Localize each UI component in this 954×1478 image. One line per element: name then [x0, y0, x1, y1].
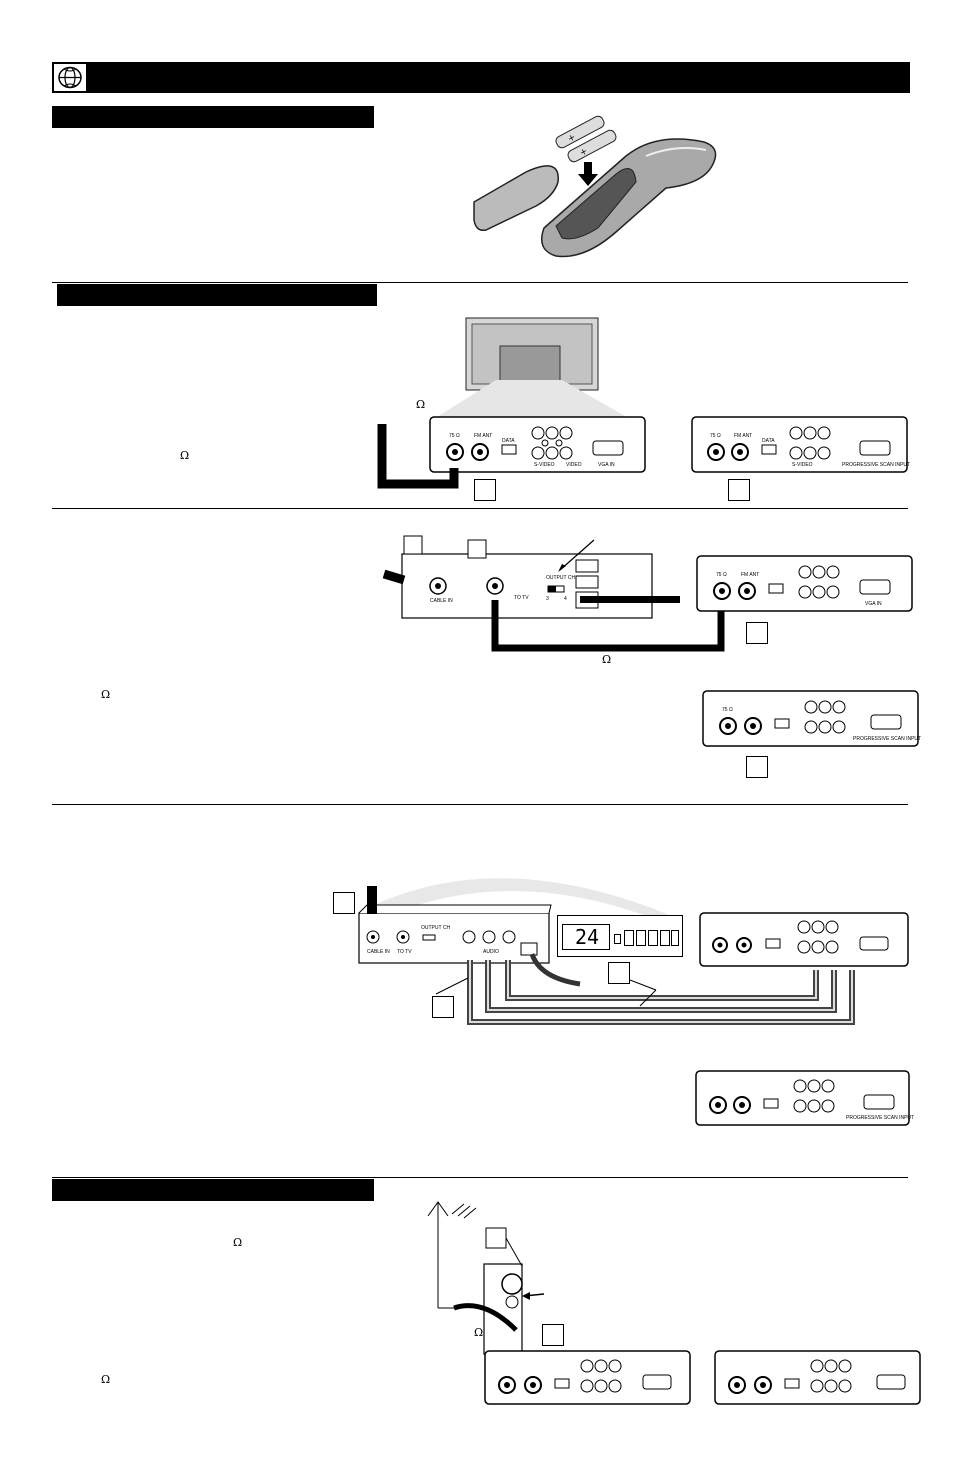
port-data-label: DATA: [762, 438, 775, 444]
cable-box-front: 24: [557, 915, 683, 957]
channel-display-digits: 24: [575, 925, 600, 949]
wireless-arc: [372, 878, 672, 918]
divider: [52, 508, 908, 509]
box-output-ch-label: OUTPUT CH: [421, 925, 450, 931]
cable-in-label: CABLE IN: [430, 598, 453, 604]
tv-connection-panel: 75 Ω FM ANT DATA S-VIDEO VIDEO VGA IN: [429, 416, 646, 473]
antenna-icon: [427, 1201, 449, 1308]
tv-connection-panel-progressive: 75 Ω PROGRESSIVE SCAN INPUT: [702, 690, 921, 747]
cable-plug: [367, 886, 377, 914]
omega-symbol: Ω: [602, 653, 612, 666]
antenna-cable: [377, 424, 459, 489]
tv-connection-panel: 75 Ω FM ANT VGA IN: [696, 555, 913, 612]
box-audio-label: AUDIO: [483, 949, 499, 955]
tv-connection-panel: [699, 912, 909, 967]
port-fm-label: FM ANT: [741, 572, 759, 578]
av-jacks: [531, 426, 573, 460]
port-75-label: 75 Ω: [722, 707, 733, 713]
section-bar-batteries: [52, 106, 374, 128]
ch4-label: 4: [564, 596, 567, 602]
port-video-label: VIDEO: [566, 462, 582, 468]
to-tv-label: TO TV: [514, 595, 529, 601]
omega-symbol: Ω: [474, 1326, 484, 1339]
step-number-box: [333, 892, 355, 914]
header-banner: [52, 62, 910, 93]
step-number-box: [474, 479, 496, 501]
port-75-label: 75 Ω: [710, 433, 721, 439]
vga-port: [592, 440, 624, 456]
coax-cable: [491, 596, 725, 652]
tv-connection-panel-progressive: PROGRESSIVE SCAN INPUT: [695, 1070, 914, 1126]
ch3-label: 3: [546, 596, 549, 602]
battery-icon: +: [555, 115, 605, 149]
svg-text:+: +: [566, 132, 577, 144]
divider: [52, 282, 908, 283]
port-fm-label: FM ANT: [734, 433, 752, 439]
pointer-arrow-icon: [558, 564, 566, 572]
remote-battery-illustration: + +: [473, 115, 717, 258]
step-number-box: [403, 535, 423, 555]
divider: [52, 804, 908, 805]
port-75-label: 75 Ω: [716, 572, 727, 578]
step-number-box: [608, 962, 630, 984]
insert-arrow-icon: [578, 162, 598, 186]
cable-converter-illustration: CABLE IN TO TV OUTPUT CH 3 4: [382, 535, 680, 619]
step-number-box: [746, 622, 768, 644]
port-75-label: 75 Ω: [449, 433, 460, 439]
box-to-tv-label: TO TV: [397, 949, 412, 955]
port-data-label: DATA: [502, 438, 515, 444]
cable-box-illustration: CABLE IN TO TV OUTPUT CH AUDIO: [358, 904, 552, 964]
section-bar-fm-antenna: [52, 1179, 374, 1201]
battery-cover: [473, 165, 559, 232]
omega-symbol: Ω: [180, 449, 190, 462]
av-cables: [435, 953, 855, 1025]
omega-symbol: Ω: [233, 1236, 243, 1249]
tv-connection-panel: [484, 1350, 691, 1405]
port-fm-label: FM ANT: [474, 433, 492, 439]
port-progressive-label: PROGRESSIVE SCAN INPUT: [846, 1115, 914, 1121]
box-cable-in-label: CABLE IN: [367, 949, 390, 955]
zoom-wedge: [432, 380, 632, 420]
port-vga-label: VGA IN: [865, 601, 882, 607]
step-number-box: [542, 1324, 564, 1346]
svg-text:+: +: [578, 146, 589, 158]
omega-symbol: Ω: [101, 688, 111, 701]
logo: [52, 62, 88, 93]
port-svideo-label: S-VIDEO: [534, 462, 555, 468]
step-number-box: [467, 539, 487, 559]
port-vga-label: VGA IN: [598, 462, 615, 468]
pointer-arrow-icon: [522, 1292, 530, 1300]
step-number-box: [728, 479, 750, 501]
output-ch-label: OUTPUT CH: [546, 575, 575, 581]
section-bar-antenna: [57, 284, 377, 306]
channel-display: 24: [562, 924, 610, 950]
wall-outlet-illustration: [427, 1201, 545, 1355]
tv-connection-panel-progressive: 75 Ω FM ANT DATA S-VIDEO PROGRESSIVE SCA…: [691, 416, 910, 473]
step-number-box: [746, 756, 768, 778]
port-progressive-label: PROGRESSIVE SCAN INPUT: [842, 462, 910, 468]
tv-rear-illustration: [465, 317, 599, 398]
tv-connection-panel-progressive: [714, 1350, 921, 1405]
battery-compartment: [555, 168, 637, 240]
port-progressive-label: PROGRESSIVE SCAN INPUT: [853, 736, 921, 742]
globe-icon: [58, 66, 82, 89]
port-svideo-label: S-VIDEO: [792, 462, 813, 468]
omega-symbol: Ω: [416, 398, 426, 411]
step-number-box: [485, 1227, 507, 1249]
battery-icon: +: [567, 129, 617, 163]
divider: [52, 1177, 908, 1178]
omega-symbol: Ω: [101, 1373, 111, 1386]
step-number-box: [432, 996, 454, 1018]
